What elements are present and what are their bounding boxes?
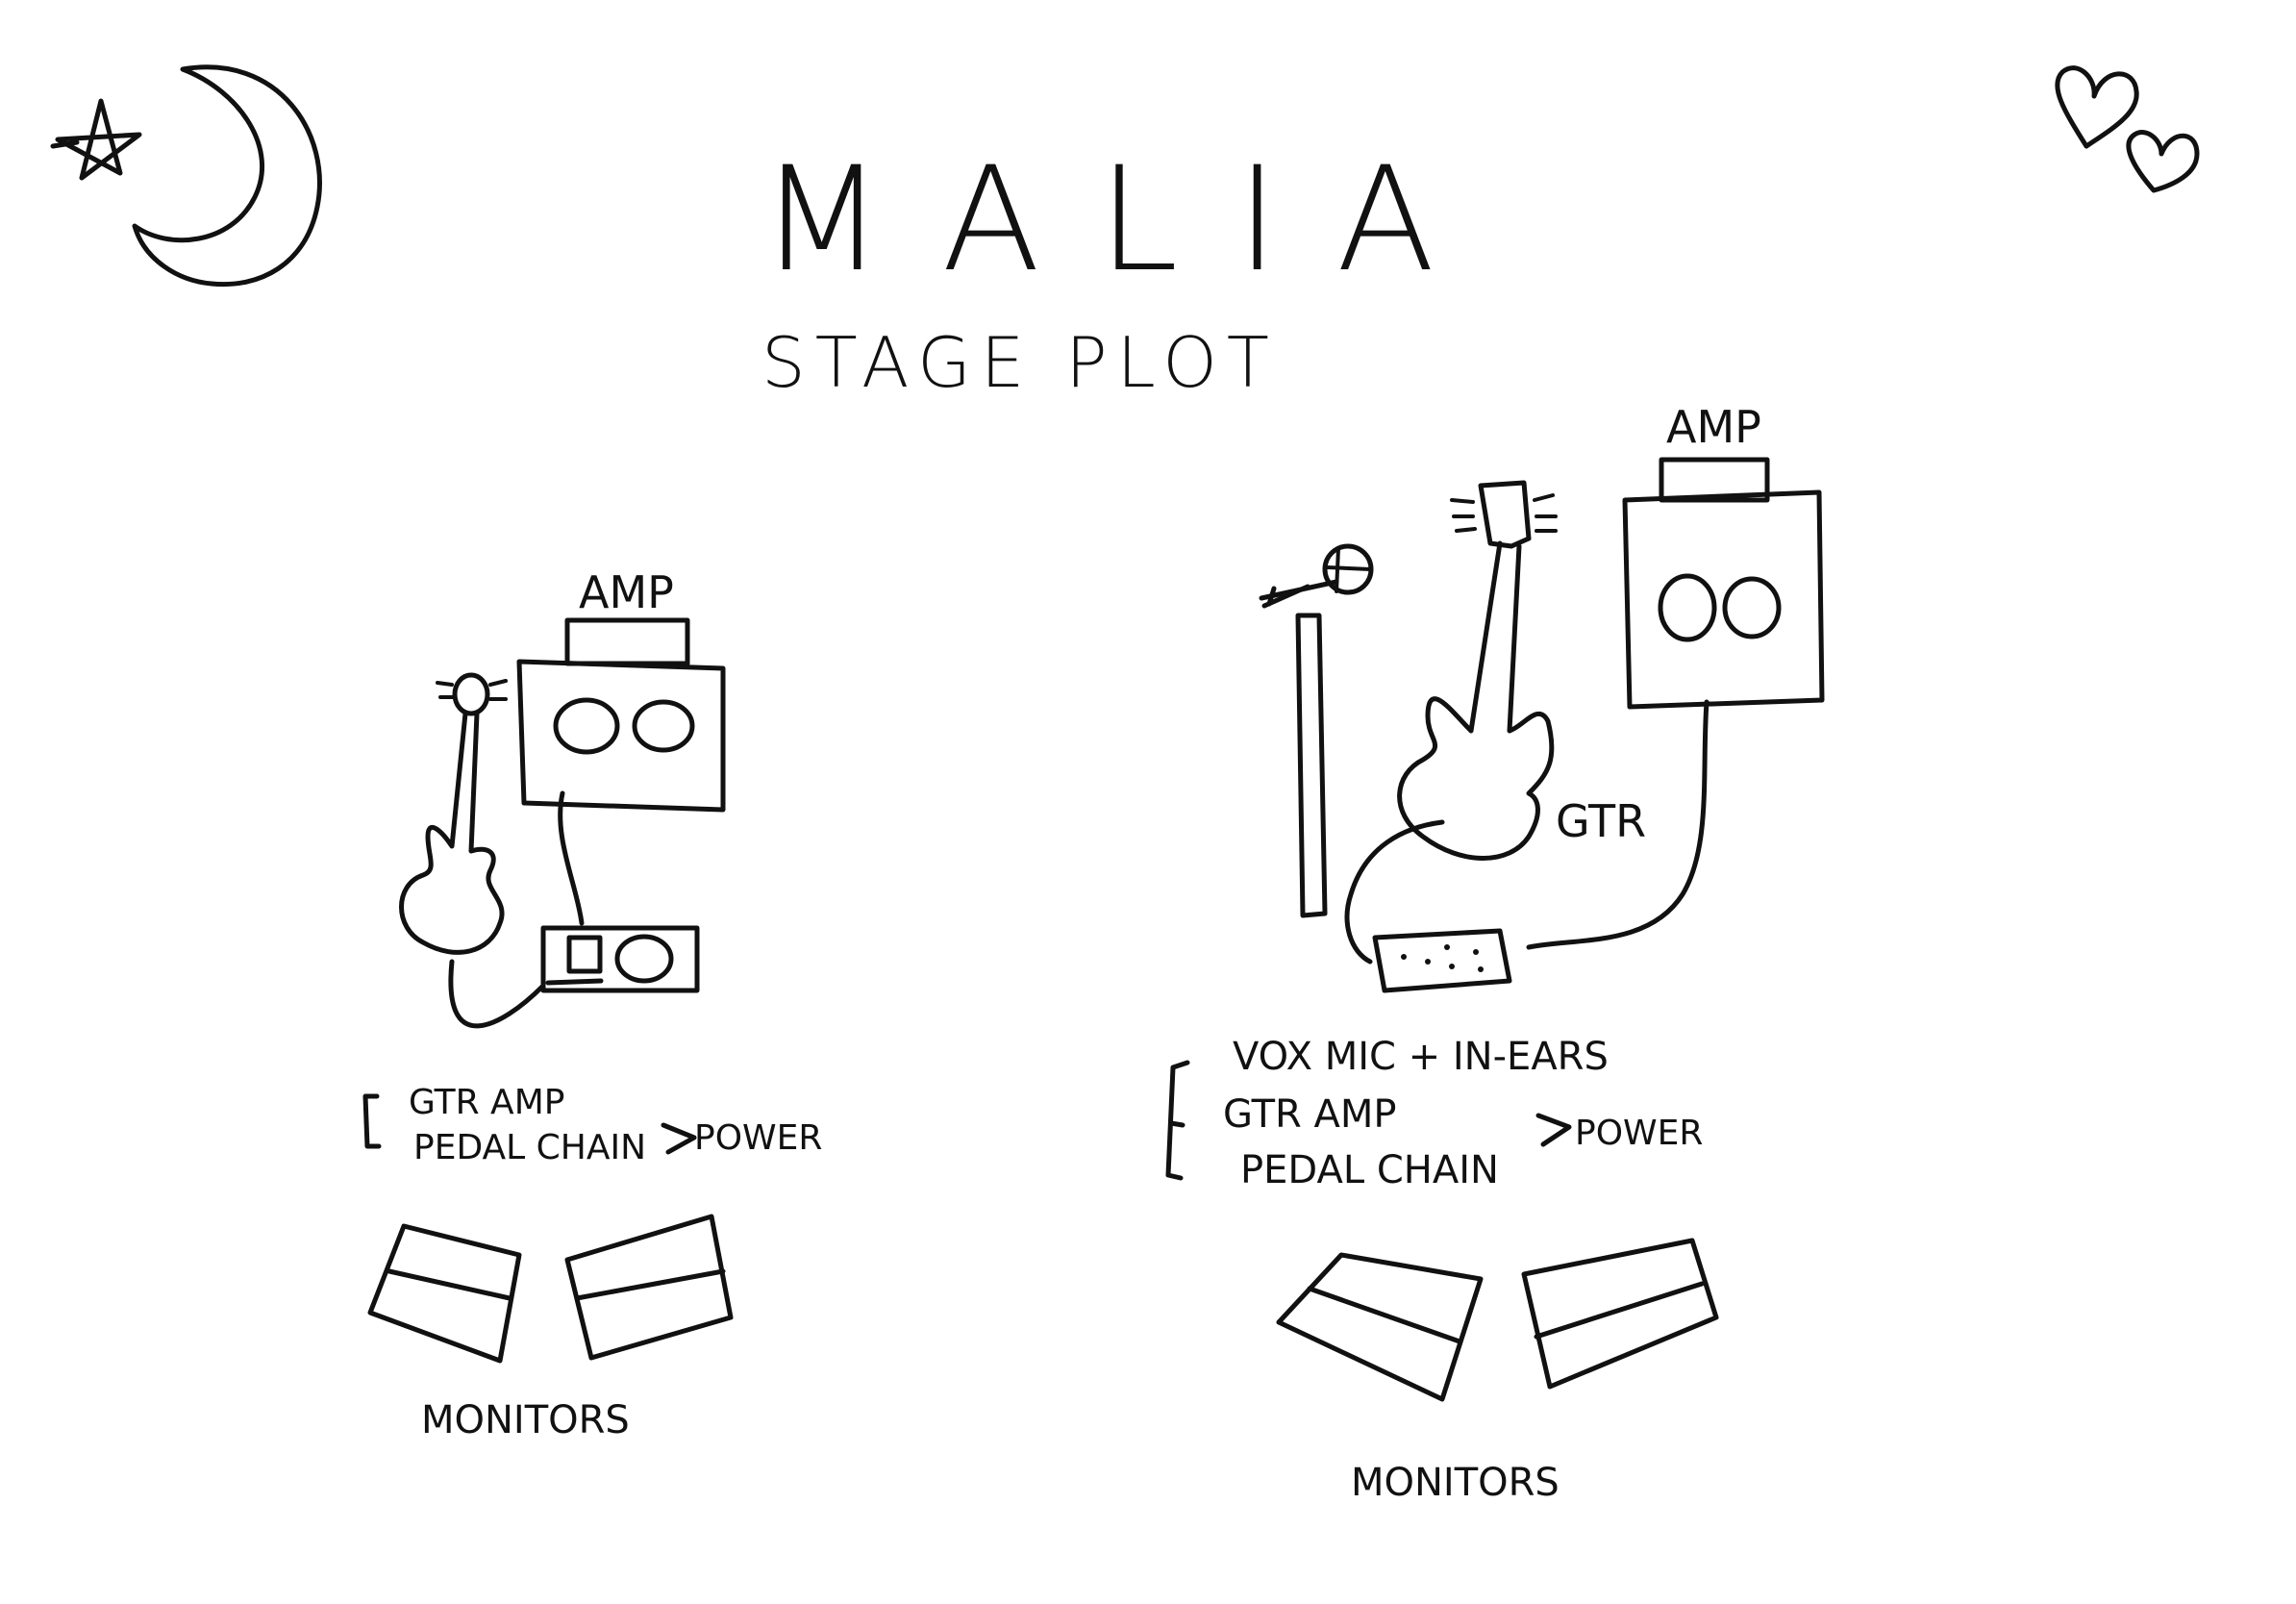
right-amp-label: AMP <box>1666 401 1761 453</box>
right-power-bracket <box>1165 1060 1190 1181</box>
moon-star-icon <box>50 64 322 288</box>
right-power-label: POWER <box>1575 1114 1703 1153</box>
left-power-bracket <box>362 1093 382 1149</box>
left-amp-label: AMP <box>579 566 674 618</box>
left-monitors-label: MONITORS <box>421 1398 630 1442</box>
left-power-label: POWER <box>694 1118 822 1158</box>
page-subtitle: STAGE PLOT <box>761 322 1279 403</box>
right-guitar-label: GTR <box>1556 795 1646 847</box>
right-monitor-1-icon <box>1276 1252 1484 1402</box>
right-power-item-1: VOX MIC + IN-EARS <box>1233 1035 1609 1079</box>
left-amp-icon <box>516 617 726 813</box>
right-power-arrow <box>1535 1113 1572 1147</box>
right-power-item-2: GTR AMP <box>1223 1092 1397 1137</box>
left-monitor-1-icon <box>367 1223 522 1364</box>
right-monitor-2-icon <box>1521 1238 1719 1390</box>
left-power-item-1: GTR AMP <box>409 1083 564 1122</box>
left-setup: AMP GTR AMP PEDAL CHAIN POWER <box>362 566 822 1442</box>
hearts-icon <box>2055 65 2200 193</box>
right-setup: AMP GTR VOX MIC + IN-EARS GTR AMP PEDAL … <box>1165 401 1825 1505</box>
left-guitar-icon <box>399 672 508 955</box>
right-monitors-label: MONITORS <box>1351 1461 1560 1505</box>
left-monitor-2-icon <box>564 1214 734 1361</box>
right-cable <box>1344 699 1710 965</box>
right-amp-icon <box>1622 457 1825 710</box>
left-power-arrow <box>661 1122 697 1155</box>
right-mic-stand-icon <box>1259 543 1374 918</box>
left-power-item-2: PEDAL CHAIN <box>413 1128 646 1167</box>
right-power-item-3: PEDAL CHAIN <box>1240 1148 1499 1192</box>
page-title: MALIA <box>760 137 1492 304</box>
left-cable <box>448 790 585 1029</box>
right-pedal-icon <box>1372 928 1512 993</box>
left-pedal-icon <box>540 925 700 993</box>
right-guitar-icon <box>1397 480 1558 861</box>
